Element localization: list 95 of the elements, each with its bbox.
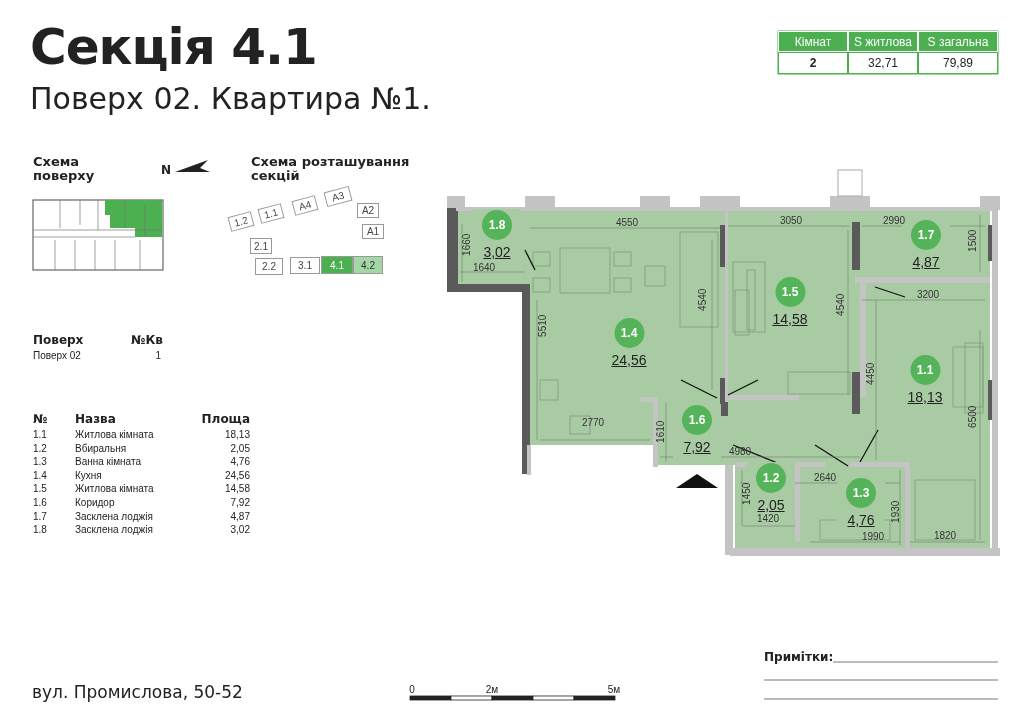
table-cell: Кімнат [778,31,848,52]
table-text: 1.8 [33,524,47,536]
table-text: Вбиральня [75,442,127,455]
address: вул. Промислова, 50-52 [32,683,243,703]
section-cell: 4.1 [321,256,353,274]
table-text: Засклена лоджія [75,524,153,536]
table-text: 1 [155,350,161,362]
heading: Схема поверху [33,155,96,183]
dimension-label: 4540 [697,288,709,311]
room-area-value: 24,56 [611,352,647,368]
table-text: 7,92 [230,497,250,509]
dimension-label: 2770 [581,417,605,429]
column-header: Назва [75,413,116,427]
dimension-label: 4550 [615,217,639,229]
dimension-label: 1640 [472,262,496,274]
table-text: 4,87 [230,510,250,523]
table-cell: 79,89 [918,52,998,74]
scale-label: 2м [485,684,499,696]
dimension-label: 2990 [882,215,906,227]
dimension-label: 2640 [813,472,837,484]
notes-label: Примітки: [764,651,834,665]
table-text: Поверх 02 [33,350,81,362]
section-cell: A4 [291,195,319,216]
dimension-label: 1450 [741,482,753,505]
dimension-label: 1990 [861,531,885,543]
column-header: №Кв [131,334,163,348]
room-number: 1.7 [911,220,941,250]
room-area-value: 14,58 [772,311,808,327]
dimension-label: 3050 [779,215,803,227]
table-text: 24,56 [224,469,250,482]
dimension-label: 1610 [655,420,667,443]
table-text: Ванна кімната [75,456,141,468]
table-text: 1.3 [33,456,47,468]
room-number: 1.4 [614,318,644,348]
section-cell: A2 [357,203,379,218]
room-number: 1.1 [910,355,940,385]
table-text: 1.2 [33,442,47,455]
scale-label: 5м [607,684,621,696]
table-text: 1.5 [33,483,47,495]
room-area-value: 2,05 [757,497,785,513]
section-cell: 1.1 [257,203,285,224]
table-cell: 2 [778,52,848,74]
table-text: Житлова кімната [75,429,154,441]
section-cell: 2.1 [250,238,272,254]
north-label: N [161,164,172,178]
table-text: Кухня [75,469,102,482]
room-area-value: 4,87 [912,254,940,270]
table-text: 2,05 [230,442,250,455]
section-cell: 1.2 [227,211,255,232]
room-number: 1.3 [846,478,876,508]
section-cell: A3 [323,185,353,208]
table-text: 4,76 [230,456,250,468]
section-cell: A1 [362,224,384,239]
table-text: 1.7 [33,510,47,523]
scale-label: 0 [409,684,415,696]
table-cell: S житлова [848,31,918,52]
room-number: 1.6 [682,405,712,435]
dimension-label: 4980 [728,446,752,458]
table-text: 1.6 [33,497,47,509]
room-area-value: 7,92 [683,439,711,455]
dimension-label: 1420 [756,513,780,525]
column-header: Площа [201,413,250,427]
column-header: № [33,413,48,427]
dimension-label: 1820 [933,530,957,542]
table-text: Засклена лоджія [75,510,153,523]
dimension-label: 5510 [537,314,549,337]
subtitle: Поверх 02. Квартира №1. [30,82,431,117]
section-cell: 2.2 [255,258,283,275]
column-header: Поверх [33,334,84,348]
dimension-label: 4450 [865,362,877,385]
table-text: 1.4 [33,469,47,482]
table-text: 18,13 [224,429,250,441]
section-cell: 4.2 [353,256,383,274]
table-cell: S загальна [918,31,998,52]
dimension-label: 6500 [967,405,979,428]
table-text: 14,58 [224,483,250,495]
room-area-value: 18,13 [907,389,943,405]
dimension-label: 3200 [916,289,940,301]
table-text: 3,02 [230,524,250,536]
room-area-value: 4,76 [847,512,875,528]
table-text: Коридор [75,497,115,509]
dimension-label: 1930 [890,500,902,523]
title: Секція 4.1 [30,20,317,75]
table-text: 1.1 [33,429,47,441]
dimension-label: 1660 [461,233,473,256]
dimension-label: 4540 [835,293,847,316]
heading: Схема розташування секцій [251,155,411,183]
table-text: Житлова кімната [75,483,154,495]
room-number: 1.2 [756,463,786,493]
room-number: 1.8 [482,210,512,240]
table-cell: 32,71 [848,52,918,74]
section-cell: 3.1 [290,257,320,274]
room-area-value: 3,02 [483,244,511,260]
dimension-label: 1500 [967,229,979,252]
room-number: 1.5 [775,277,805,307]
